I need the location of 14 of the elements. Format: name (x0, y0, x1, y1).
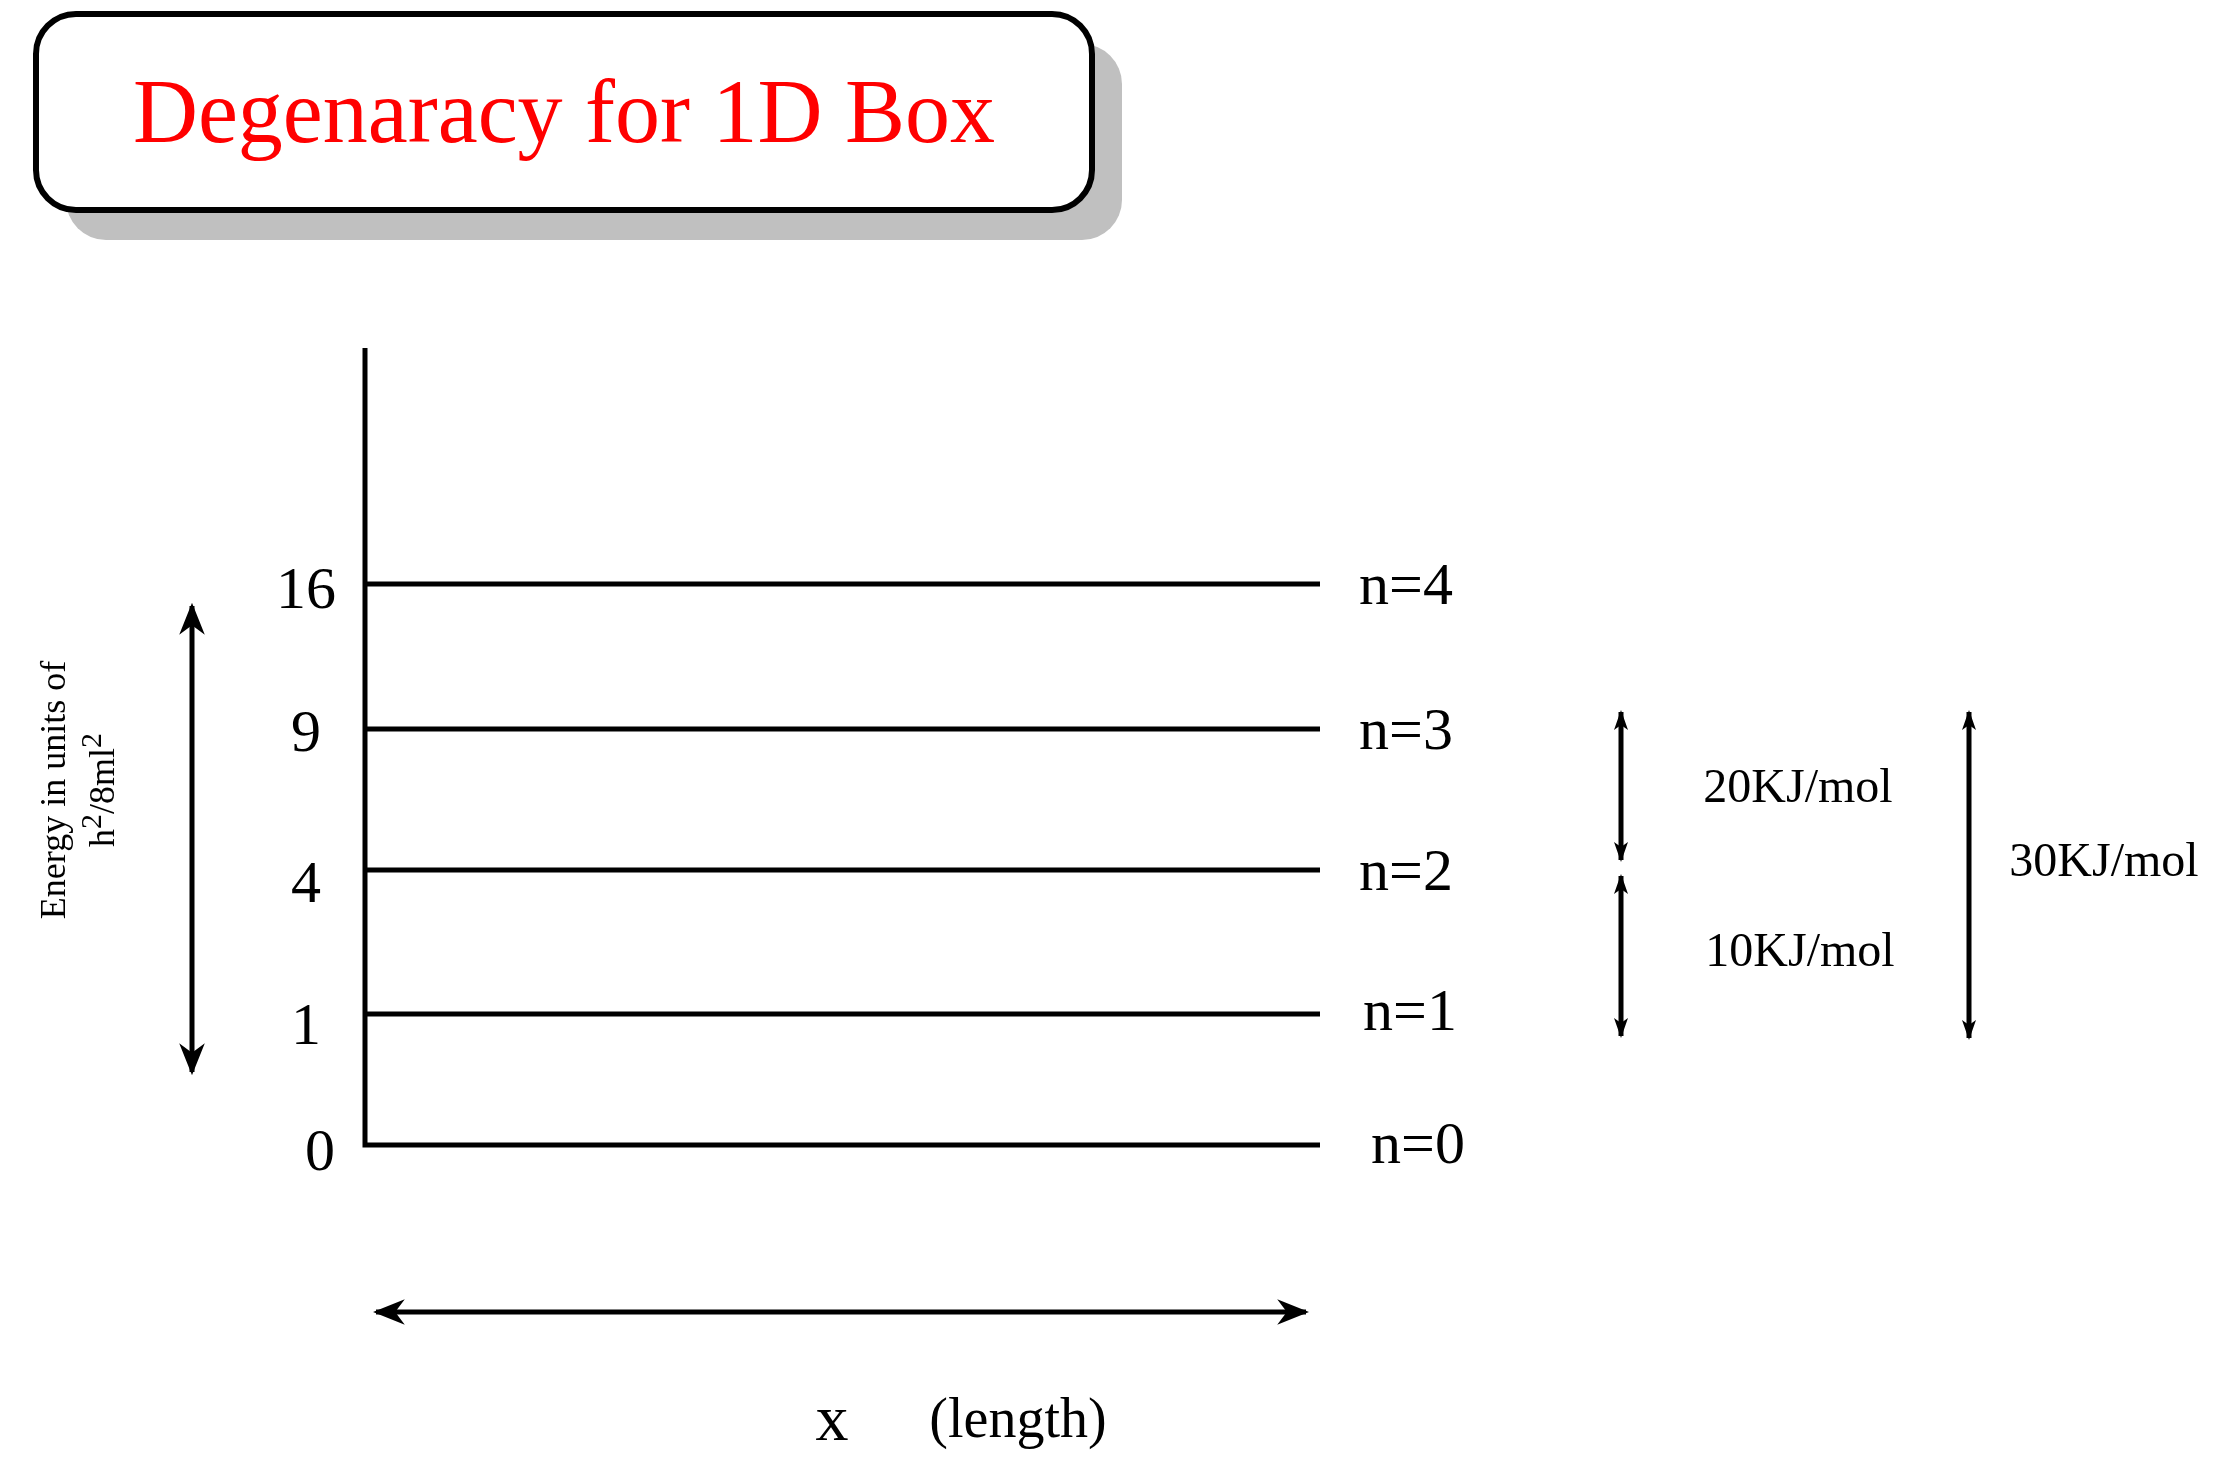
energy-value: 9 (291, 701, 321, 761)
energy-value: 4 (291, 852, 321, 912)
level-label: n=2 (1359, 840, 1453, 900)
energy-gap-label: 10KJ/mol (1705, 926, 1895, 974)
level-label: n=1 (1363, 980, 1457, 1040)
energy-value: 16 (276, 558, 336, 618)
energy-gap-label: 20KJ/mol (1703, 762, 1893, 810)
level-label: n=0 (1371, 1113, 1465, 1173)
axis-variable: x (815, 1385, 849, 1451)
energy-value: 0 (305, 1120, 335, 1180)
energy-value: 1 (291, 994, 321, 1054)
level-label: n=4 (1359, 554, 1453, 614)
level-label: n=3 (1359, 699, 1453, 759)
energy-gap-label: 30KJ/mol (2009, 836, 2199, 884)
